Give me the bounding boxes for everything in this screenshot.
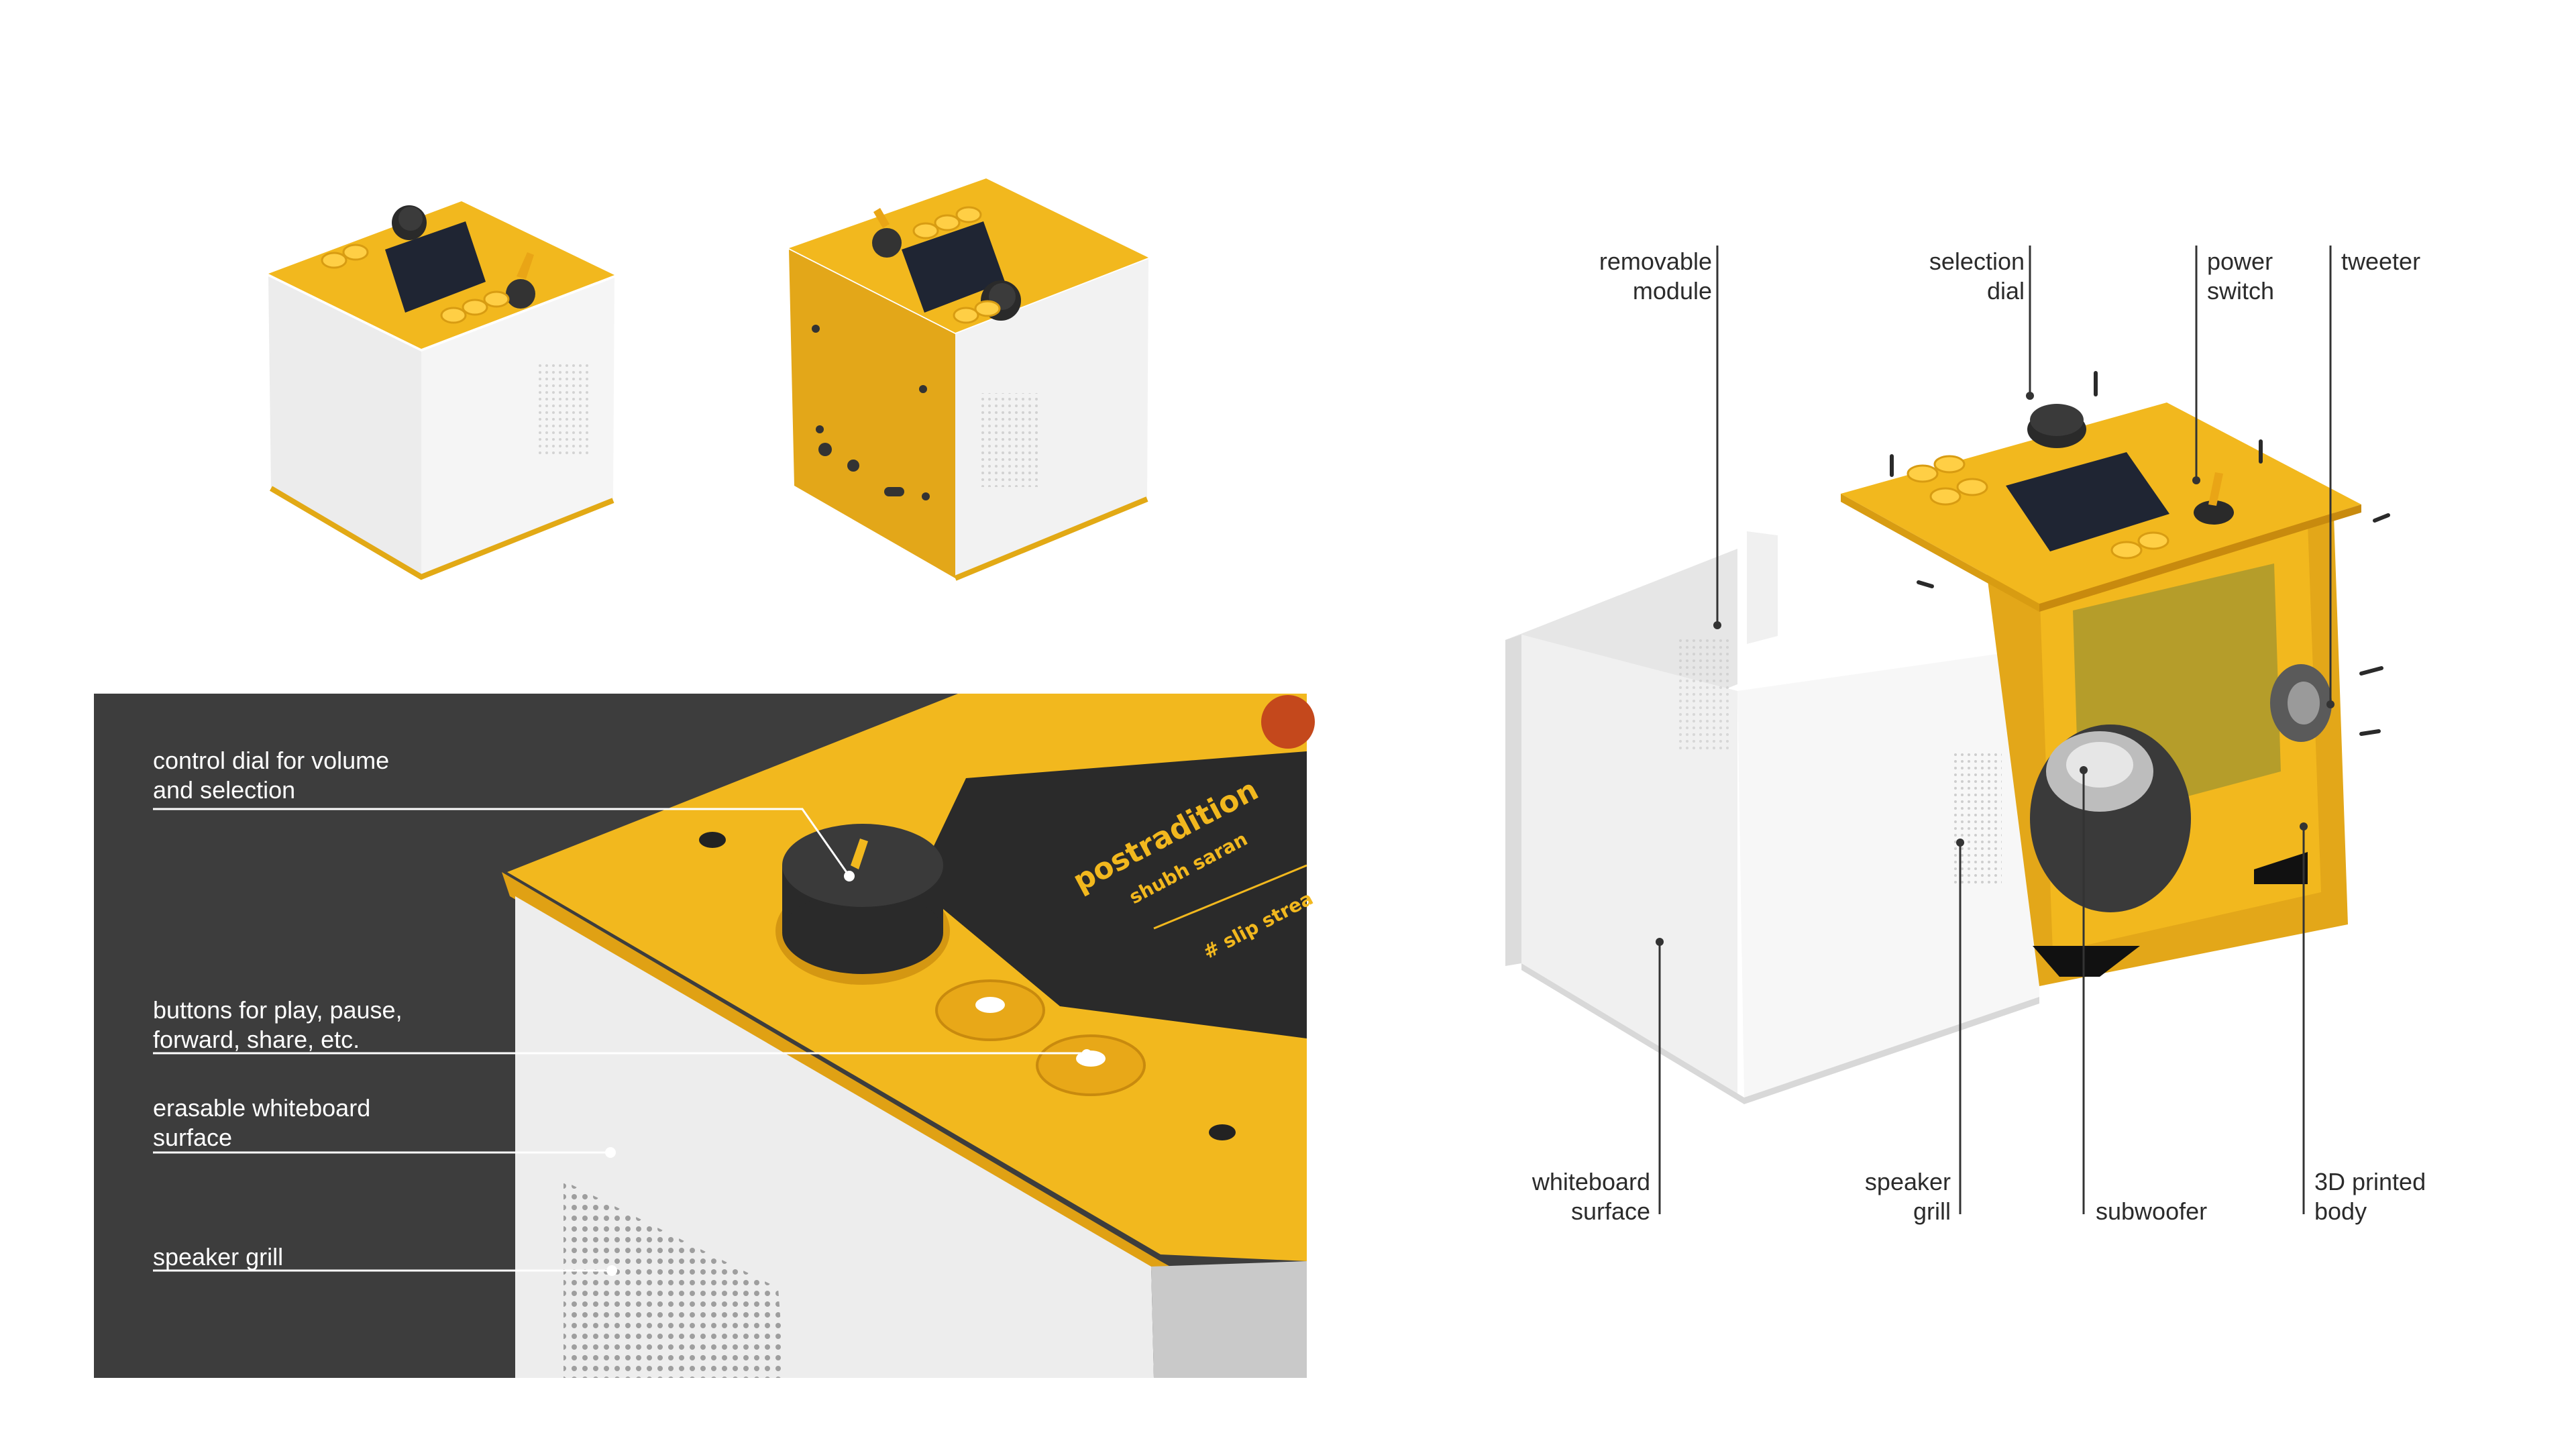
control-dial [782, 891, 943, 974]
label-power-switch: power switch [2207, 248, 2275, 305]
speaker-cube-front [268, 201, 614, 580]
label-speaker-grill: speaker grill [1864, 1168, 1951, 1225]
label-whiteboard-surface: whiteboard surface [1532, 1168, 1650, 1225]
label-subwoofer: subwoofer [2096, 1197, 2208, 1225]
exploded-view [1505, 246, 2390, 1214]
callout-whiteboard: erasable whiteboard surface [153, 1094, 371, 1151]
label-removable-module: removable module [1599, 248, 1712, 305]
speaker-cube-back [789, 178, 1148, 581]
label-tweeter: tweeter [2341, 248, 2421, 275]
closeup-panel: postradition shubh saran # slip strea [94, 694, 1317, 1378]
label-selection-dial: selection dial [1929, 248, 2025, 305]
screen-small [385, 221, 486, 313]
label-3d-printed-body: 3D printed body [2314, 1168, 2426, 1225]
callout-speaker-grill: speaker grill [153, 1243, 284, 1271]
callout-control-dial: control dial for volume and selection [153, 747, 390, 804]
callout-buttons: buttons for play, pause, forward, share,… [153, 996, 402, 1053]
power-switch [2194, 500, 2234, 525]
